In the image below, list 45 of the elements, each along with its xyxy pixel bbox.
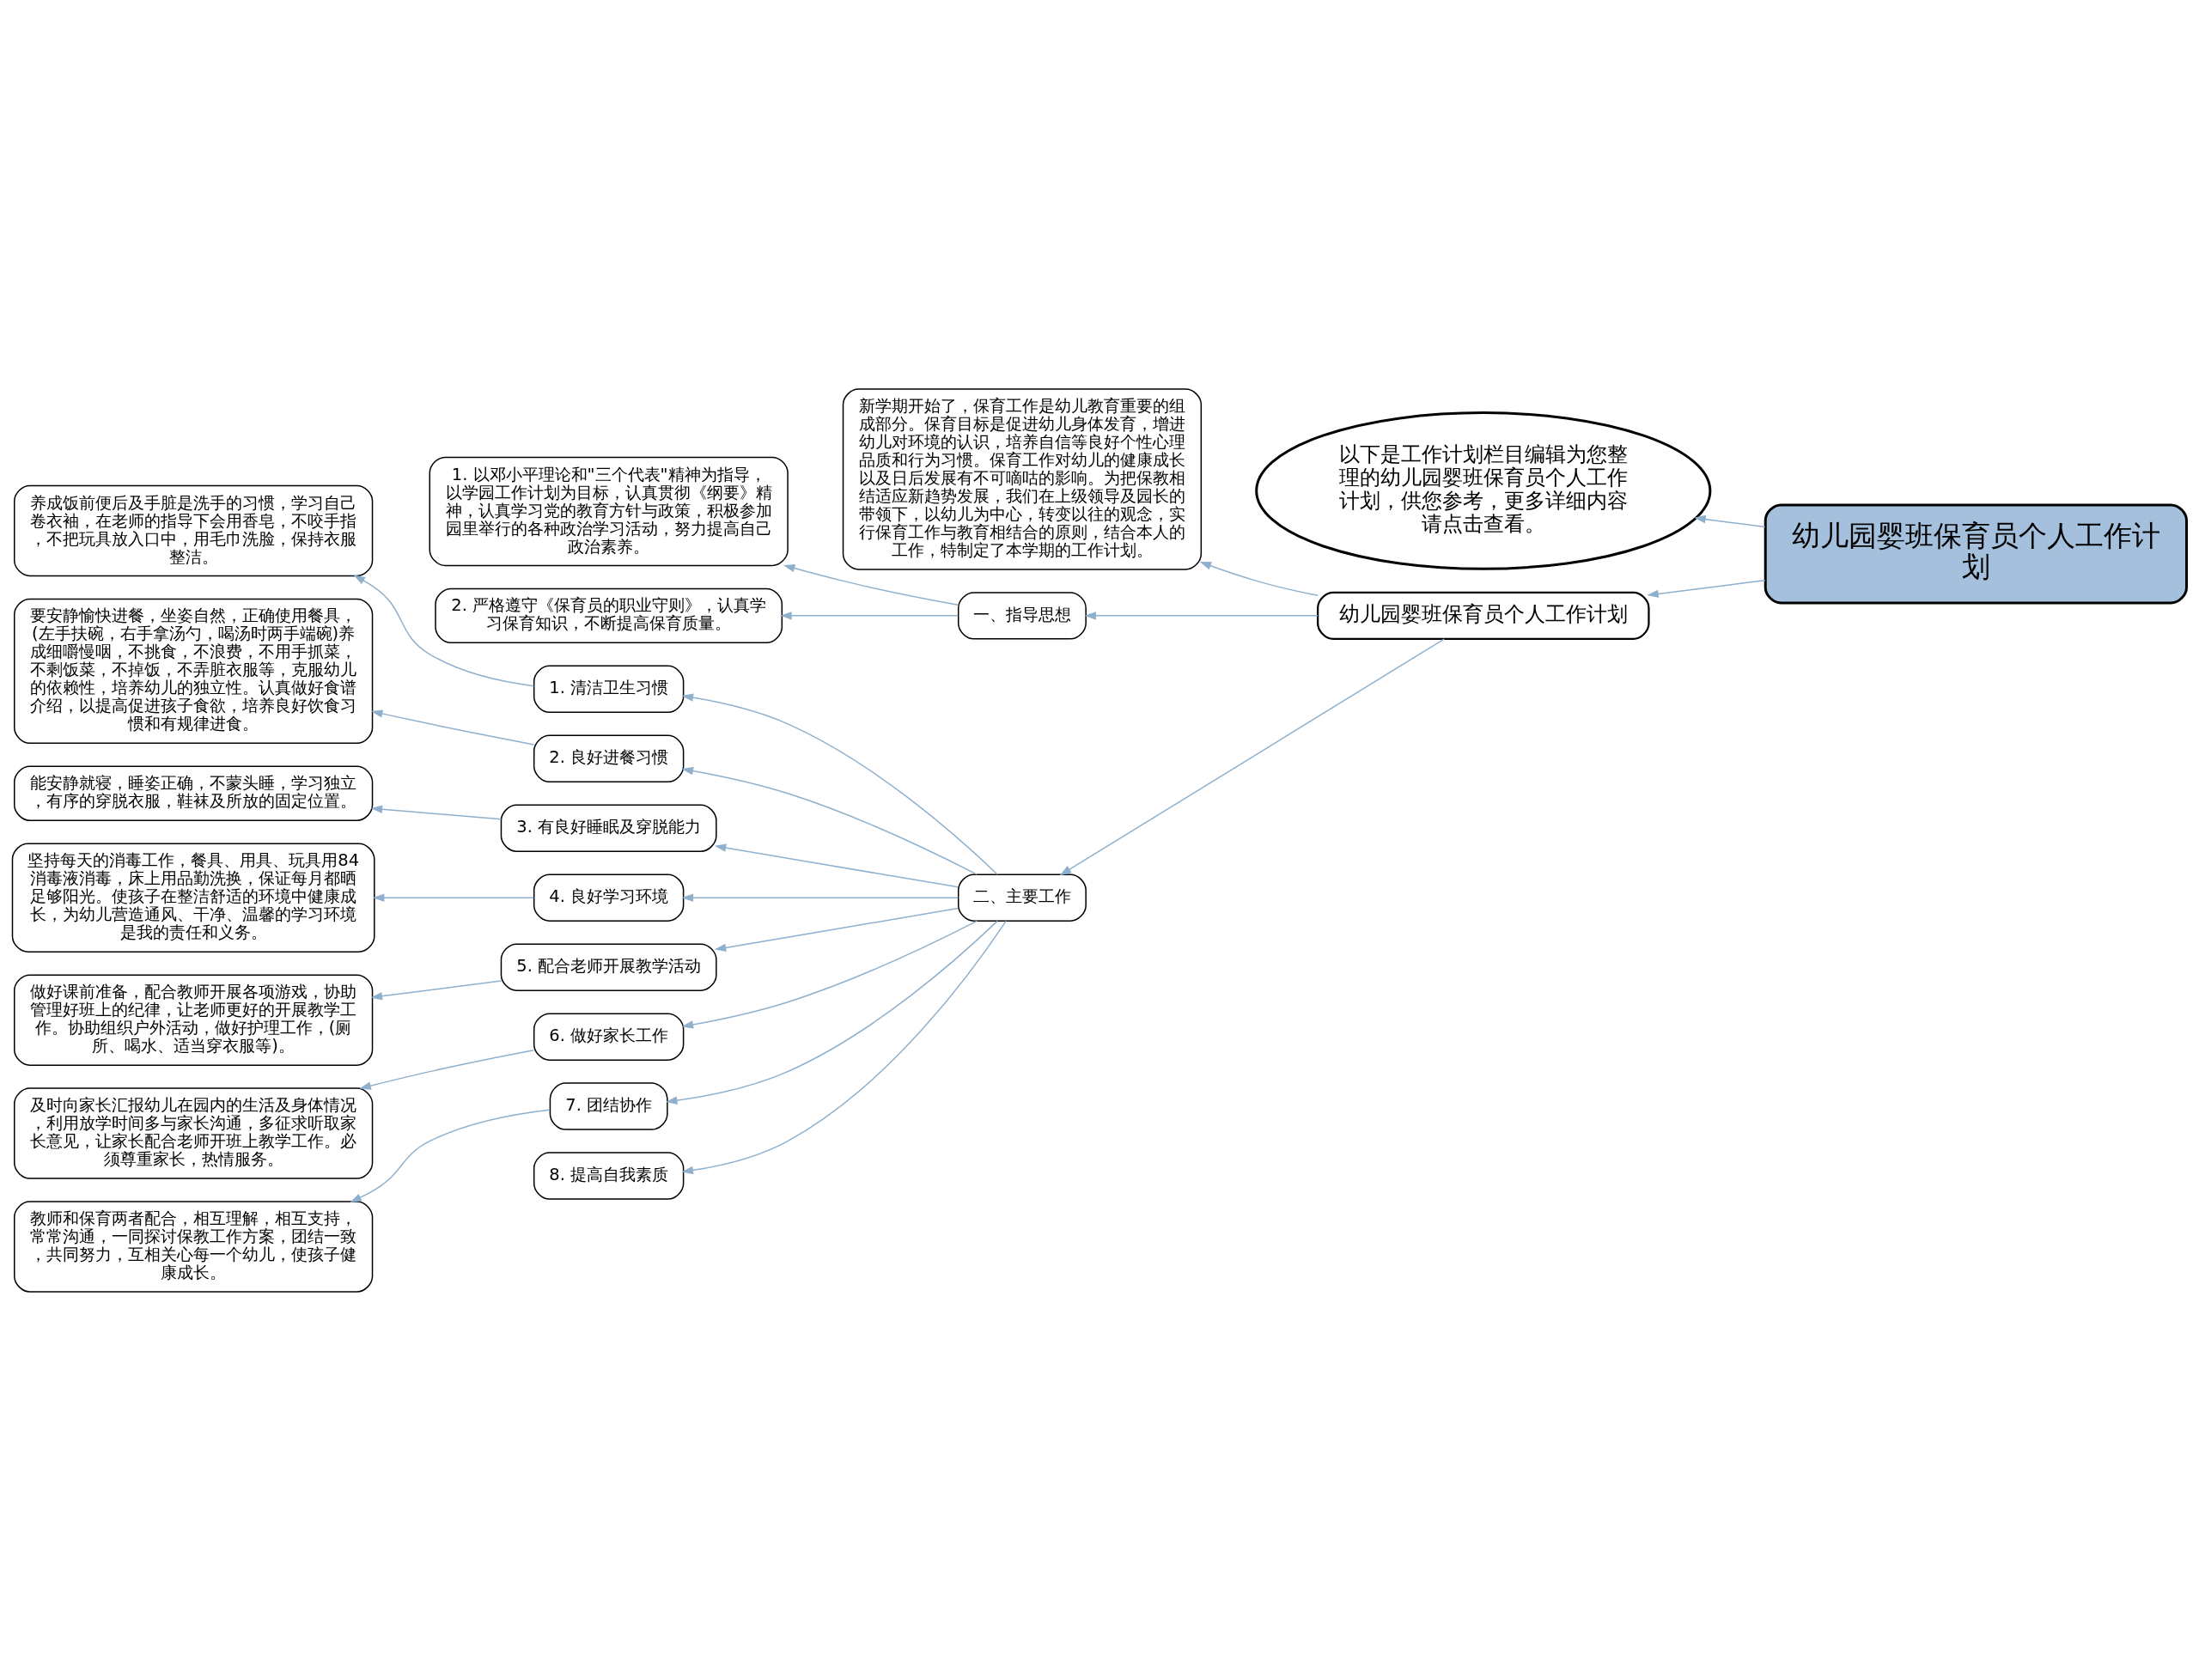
node-box: 7. 团结协作 — [549, 1081, 668, 1130]
node-box: 做好课前准备，配合教师开展各项游戏，协助管理好班上的纪律，让老师更好的开展教学工作。协助组织户外活动，做好护理工作，(厕所、喝水、适当穿衣服等)。 — [14, 973, 374, 1066]
arrow — [1647, 579, 1766, 598]
arrow — [780, 611, 959, 620]
node-box: 1. 以邓小平理论和"三个代表"精神为指导，以学园工作计划为目标，认真贯彻《纲要》精神，认真学习党的教育方针与政策，积极参加园里举行的各种政治学习活动，努力提高自己政治素养。 — [429, 456, 789, 566]
arrow — [681, 920, 978, 1029]
node-box: 8. 提高自我素质 — [533, 1151, 685, 1200]
node-box: 能安静就寝，睡姿正确，不蒙头睡，学习独立，有序的穿脱衣服，鞋袜及所放的固定位置。 — [14, 765, 374, 821]
arrow — [1084, 611, 1319, 620]
node-box: 教师和保育两者配合，相互理解，相互支持，常常沟通，一同探讨保教工作方案，团结一致，共同努力，互相关心每一个幼儿，使孩子健康成长。 — [14, 1200, 374, 1293]
node-box: 6. 做好家长工作 — [533, 1012, 685, 1061]
arrow — [714, 907, 959, 952]
arrow — [681, 692, 998, 875]
node-box: 二、主要工作 — [957, 873, 1087, 922]
node-box: 坚持每天的消毒工作，餐具、用具、玩具用84消毒液消毒，床上用品勤洗换，保证每月都晒足够阳光。使孩子在整洁舒适的环境中健康成长，为幼儿营造通风、干净、温馨的学习环境是我的责任和义务。 — [11, 843, 375, 953]
arrow — [350, 1109, 551, 1202]
arrow — [353, 574, 535, 686]
arrow — [370, 804, 503, 820]
arrow — [681, 920, 1007, 1174]
arrow — [681, 893, 959, 902]
node-box: 要安静愉快进餐，坐姿自然，正确使用餐具，(左手扶碗，右手拿汤勺，喝汤时两手端碗)养成细嚼慢咽，不挑食，不浪费，不用手抓菜，不剩饭菜，不掉饭，不弄脏衣服等，克服幼儿的依赖性，培养幼儿的独立性。认真做好食谱介绍，以提高促进孩子食欲，培养良好饮食习惯和有规律进食。 — [14, 598, 374, 744]
node-box: 幼儿园婴班保育员个人工作计划 — [1763, 502, 2188, 604]
node-box: 5. 配合老师开展教学活动 — [500, 942, 717, 991]
node-box: 3. 有良好睡眠及穿脱能力 — [500, 804, 717, 852]
arrow — [714, 843, 959, 888]
arrow — [1694, 514, 1766, 527]
arrow — [372, 893, 534, 902]
arrow — [370, 709, 535, 746]
arrow — [1199, 561, 1319, 596]
node-box: 养成饭前便后及手脏是洗手的习惯，学习自己卷衣袖，在老师的指导下会用香皂，不咬手指，不把玩具放入口中，用毛巾洗脸，保持衣服整洁。 — [14, 484, 374, 576]
node-box: 2. 严格遵守《保育员的职业守则》，认真学习保育知识，不断提高保育质量。 — [435, 587, 783, 643]
node-box: 及时向家长汇报幼儿在园内的生活及身体情况，利用放学时间多与家长沟通，多征求听取家长意见，让家长配合老师开班上教学工作。必须尊重家长，热情服务。 — [14, 1087, 374, 1179]
arrow — [681, 766, 978, 875]
arrow — [665, 920, 998, 1105]
node-box: 幼儿园婴班保育员个人工作计划 — [1317, 591, 1650, 640]
arrow — [1059, 637, 1445, 875]
node-box: 1. 清洁卫生习惯 — [533, 665, 685, 713]
node-box: 2. 良好进餐习惯 — [533, 734, 685, 782]
node-box: 新学期开始了，保育工作是幼儿教育重要的组成部分。保育目标是促进幼儿身体发育，增进幼儿对环境的认识，培养自信等良好个性心理品质和行为习惯。保育工作对幼儿的健康成长以及日后发展有不可嘀咕的影响。为把保教相结适应新趋势发展，我们在上级领导及园长的带领下，以幼儿为中心，转变以往的观念，实行保育工作与教育相结合的原则，结合本人的工作，特制定了本学期的工作计划。 — [842, 387, 1203, 570]
node-ellipse: 以下是工作计划栏目编辑为您整理的幼儿园婴班保育员个人工作计划，供您参考，更多详细内容请点击查看。 — [1255, 411, 1712, 570]
arrow — [370, 979, 503, 1000]
node-box: 一、指导思想 — [957, 591, 1087, 640]
arrow — [783, 563, 959, 606]
node-box: 4. 良好学习环境 — [533, 873, 685, 922]
arrow — [359, 1049, 535, 1090]
